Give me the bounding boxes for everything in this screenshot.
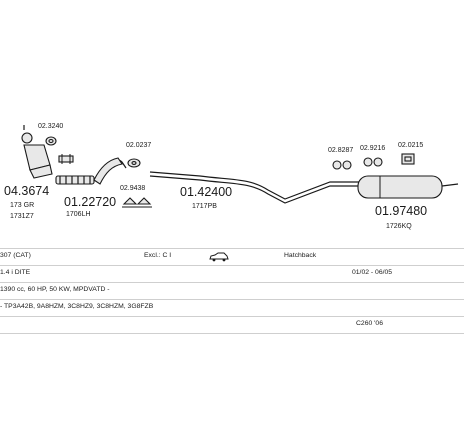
rear-silencer-icon	[357, 175, 459, 199]
body-cell: Hatchback	[284, 252, 317, 259]
part-code: 01.97480	[375, 204, 427, 218]
gasket-icon	[45, 136, 57, 146]
part-note: 1706LH	[66, 211, 91, 218]
part-code: 02.3240	[38, 123, 63, 130]
part-code: 01.42400	[180, 185, 232, 199]
excl-cell: Excl.: C I	[144, 252, 172, 259]
part-note: 1731Z7	[10, 213, 34, 220]
part-code: 02.0237	[126, 142, 151, 149]
part-code: 02.9438	[120, 185, 145, 192]
part-note: 1726KQ	[386, 223, 412, 230]
part-code: 02.8287	[328, 147, 353, 154]
part-code: 02.0215	[398, 142, 423, 149]
engine-cell: 1.4 i DITE	[0, 269, 31, 276]
hanger-icon	[401, 153, 415, 165]
front-pipe-icon	[93, 157, 123, 185]
part-code: 04.3674	[4, 184, 49, 198]
codes-cell: - TP3A42B, 9A8HZM, 3C8HZ9, 3C8HZM, 3G8FZ…	[0, 303, 154, 310]
hatchback-car-icon	[209, 252, 229, 262]
hanger-icon	[332, 160, 352, 170]
dates-cell: 01/02 - 06/05	[352, 269, 393, 276]
part-code: 02.9216	[360, 145, 385, 152]
hanger-icon	[122, 197, 152, 208]
part-note: 1717PB	[192, 203, 217, 210]
table-row: 1390 cc, 60 HP, 50 KW, MPDVATD -	[0, 283, 464, 300]
part-note: 173 GR	[10, 202, 34, 209]
table-row: 307 (CAT) Excl.: C I Hatchback	[0, 248, 464, 266]
exhaust-diagram: 02.3240 04.3674 173 GR 1731Z7 01.22720 1…	[4, 123, 459, 230]
table-row: C260 '06	[0, 317, 464, 334]
catalytic-converter-icon	[21, 125, 53, 179]
table-row: - TP3A42B, 9A8HZM, 3C8HZ9, 3C8HZM, 3G8FZ…	[0, 300, 464, 317]
gasket-icon	[127, 158, 141, 168]
ref-cell: C260 '06	[356, 320, 383, 327]
table-row: 1.4 i DITE 01/02 - 06/05	[0, 266, 464, 283]
spec-cell: 1390 cc, 60 HP, 50 KW, MPDVATD -	[0, 286, 110, 293]
part-code: 01.22720	[64, 195, 116, 209]
exhaust-pipe-lower	[149, 175, 360, 204]
model-cell: 307 (CAT)	[0, 252, 31, 259]
clamp-icon	[58, 154, 74, 164]
flex-pipe-icon	[55, 175, 95, 185]
vehicle-table: 307 (CAT) Excl.: C I Hatchback 1.4 i DIT…	[0, 248, 464, 334]
hanger-icon	[363, 157, 383, 167]
